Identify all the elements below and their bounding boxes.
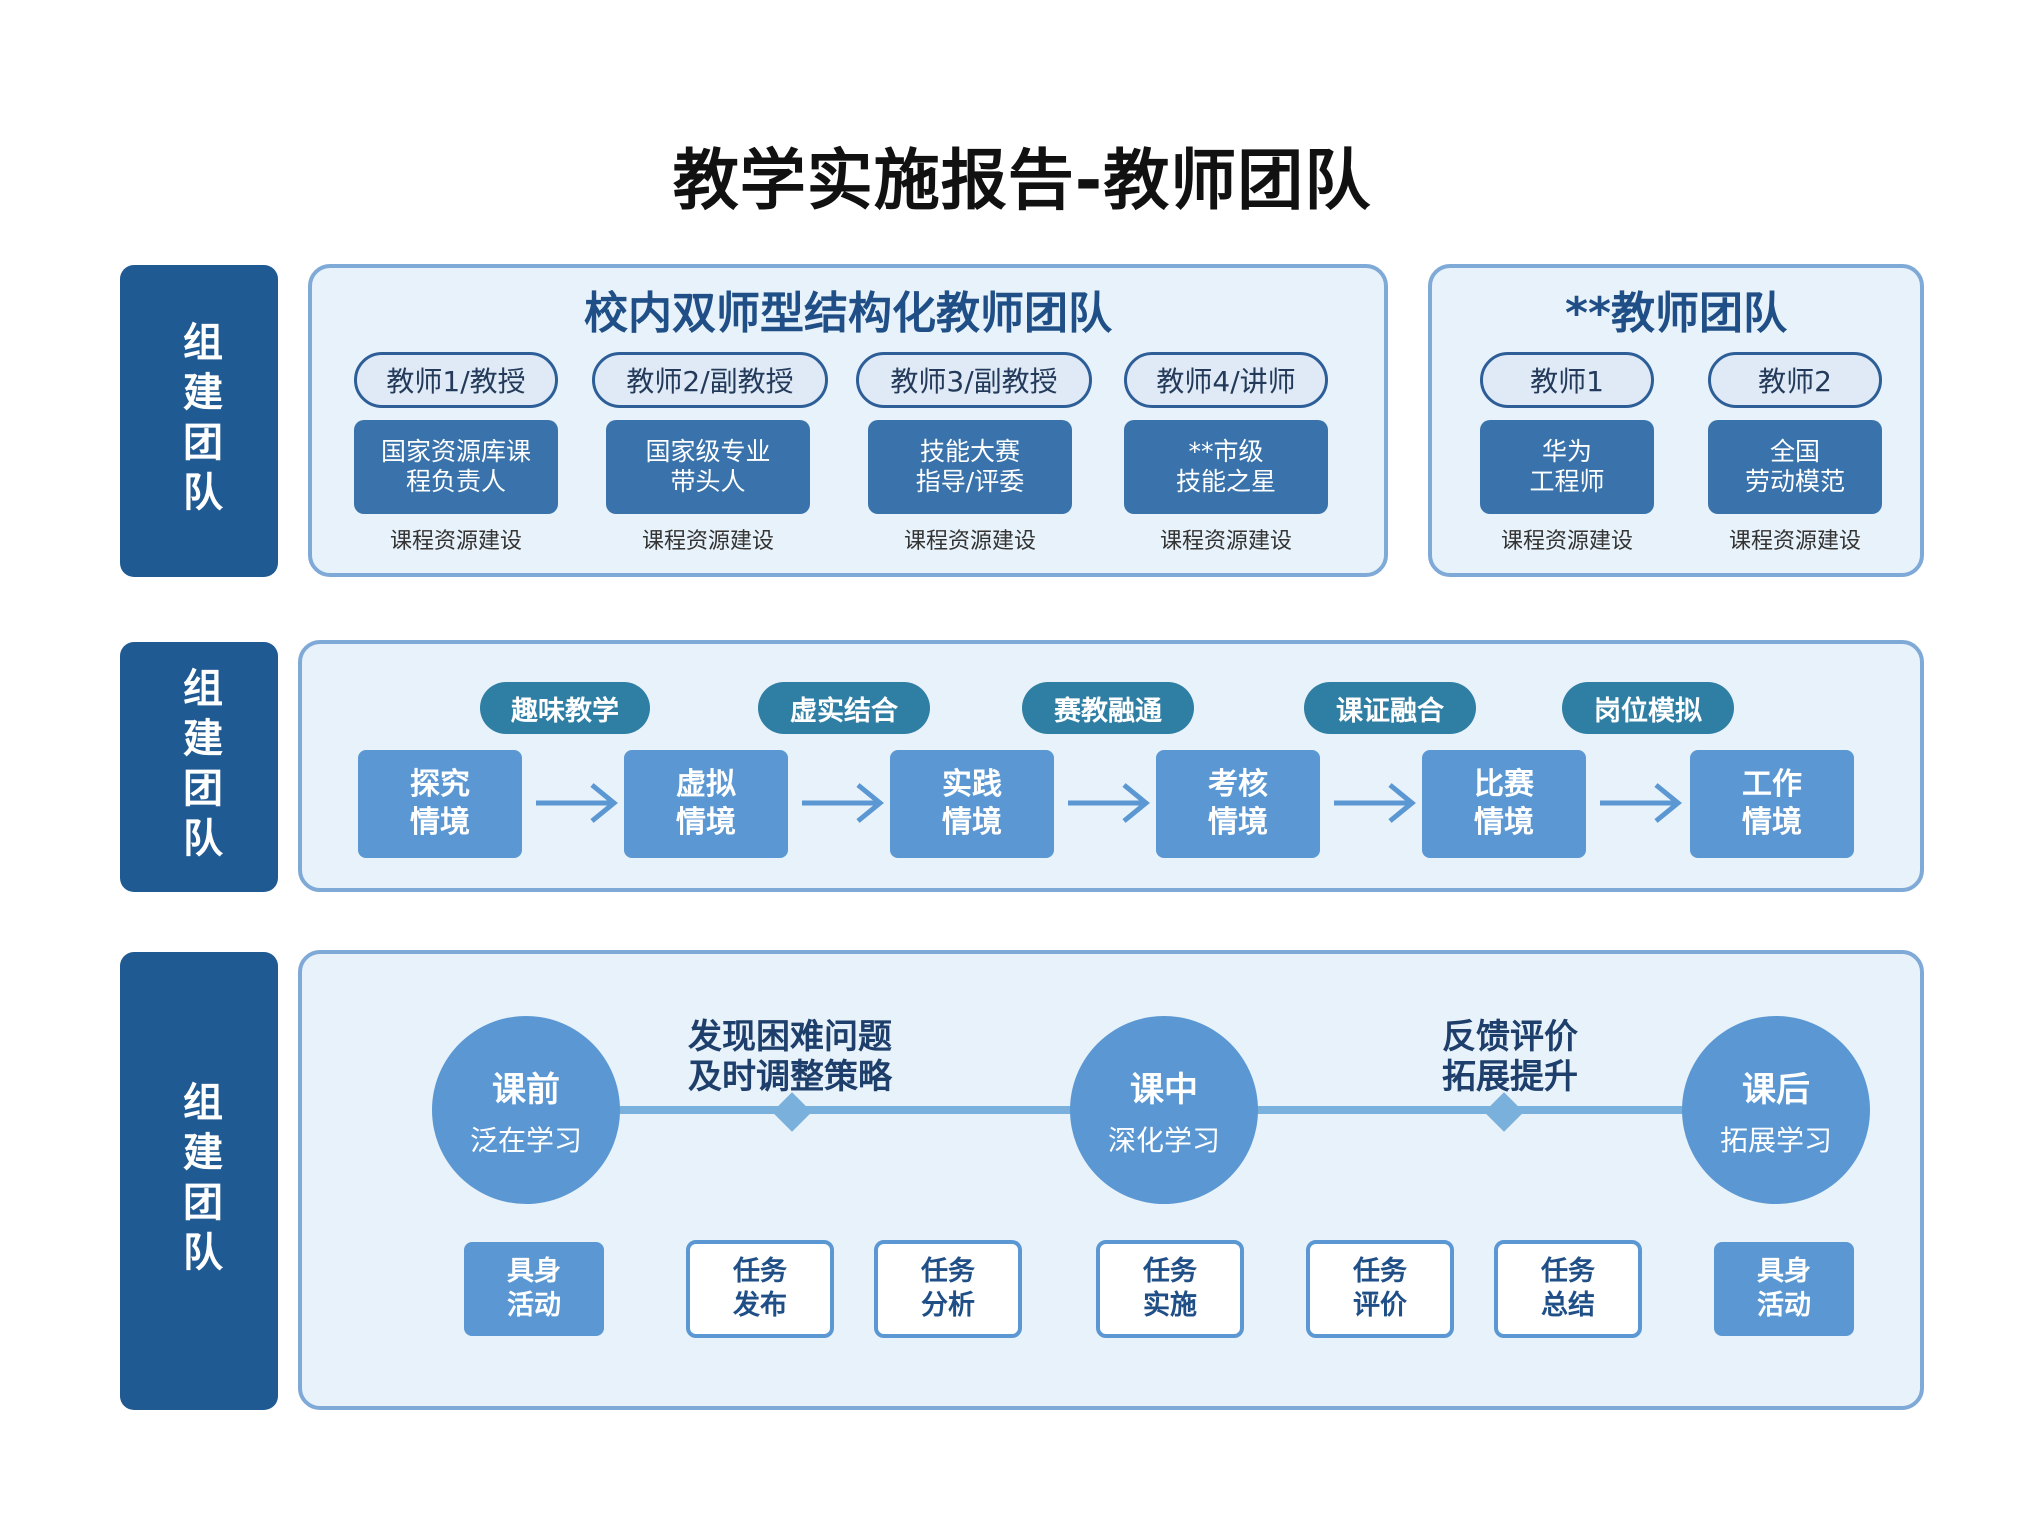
activity-box: 具身 活动 [1714, 1242, 1854, 1336]
scene-box: 工作 情境 [1690, 750, 1854, 858]
teacher-pill: 教师3/副教授 [856, 352, 1092, 408]
phase-label: 反馈评价 拓展提升 [1442, 1017, 1578, 1097]
scene-box: 虚拟 情境 [624, 750, 788, 858]
scene-box: 比赛 情境 [1422, 750, 1586, 858]
right-arrow-icon [802, 783, 884, 823]
scene-tag: 岗位模拟 [1562, 682, 1734, 734]
phase-label: 发现困难问题 及时调整策略 [688, 1017, 892, 1097]
phase-circle-title: 课中 [1130, 1069, 1198, 1110]
teacher-role-box: 全国 劳动模范 [1708, 420, 1882, 514]
side-label-team: 组建团队 [120, 952, 278, 1410]
teacher-pill: 教师2/副教授 [592, 352, 828, 408]
teacher-pill: 教师1/教授 [354, 352, 558, 408]
teacher-role-box: **市级 技能之星 [1124, 420, 1328, 514]
phase-circle-title: 课前 [492, 1069, 560, 1110]
phase-circle-title: 课后 [1742, 1069, 1810, 1110]
scene-tag: 课证融合 [1304, 682, 1476, 734]
teacher-caption: 课程资源建设 [1500, 529, 1633, 554]
teacher-role-box: 华为 工程师 [1480, 420, 1654, 514]
scenes-panel [298, 640, 1924, 892]
side-label-text: 组建团队 [176, 667, 222, 867]
activity-box: 任务 发布 [686, 1240, 834, 1338]
team-a-title: 校内双师型结构化教师团队 [584, 288, 1112, 339]
phase-circle-before: 课前 泛在学习 [432, 1016, 620, 1204]
activity-box: 任务 评价 [1306, 1240, 1454, 1338]
phase-circle-during: 课中 深化学习 [1070, 1016, 1258, 1204]
teacher-role-box: 技能大赛 指导/评委 [868, 420, 1072, 514]
phase-circle-subtitle: 泛在学习 [469, 1123, 582, 1157]
teacher-role-box: 国家资源库课 程负责人 [354, 420, 558, 514]
teacher-caption: 课程资源建设 [903, 529, 1036, 554]
scene-tag: 虚实结合 [758, 682, 930, 734]
activity-box: 任务 分析 [874, 1240, 1022, 1338]
right-arrow-icon [1068, 783, 1150, 823]
side-label-text: 组建团队 [176, 1081, 222, 1281]
team-b-title: **教师团队 [1564, 288, 1788, 339]
phase-circle-subtitle: 深化学习 [1107, 1123, 1220, 1157]
teacher-caption: 课程资源建设 [1728, 529, 1861, 554]
scene-box: 探究 情境 [358, 750, 522, 858]
teacher-role-box: 国家级专业 带头人 [606, 420, 810, 514]
teacher-caption: 课程资源建设 [389, 529, 522, 554]
activity-box: 任务 总结 [1494, 1240, 1642, 1338]
teacher-pill: 教师1 [1480, 352, 1654, 408]
phase-circle-after: 课后 拓展学习 [1682, 1016, 1870, 1204]
side-label-text: 组建团队 [176, 321, 222, 521]
side-label-team: 组建团队 [120, 265, 278, 577]
phase-circle-subtitle: 拓展学习 [1719, 1123, 1832, 1157]
right-arrow-icon [1334, 783, 1416, 823]
scene-tag: 趣味教学 [480, 682, 650, 734]
scene-box: 考核 情境 [1156, 750, 1320, 858]
right-arrow-icon [536, 783, 618, 823]
teacher-pill: 教师2 [1708, 352, 1882, 408]
side-label-team: 组建团队 [120, 642, 278, 892]
page-title: 教学实施报告-教师团队 [672, 142, 1372, 219]
activity-box: 任务 实施 [1096, 1240, 1244, 1338]
scene-tag: 赛教融通 [1022, 682, 1194, 734]
teacher-caption: 课程资源建设 [1159, 529, 1292, 554]
right-arrow-icon [1600, 783, 1682, 823]
scene-box: 实践 情境 [890, 750, 1054, 858]
teacher-pill: 教师4/讲师 [1124, 352, 1328, 408]
teacher-caption: 课程资源建设 [641, 529, 774, 554]
activity-box: 具身 活动 [464, 1242, 604, 1336]
